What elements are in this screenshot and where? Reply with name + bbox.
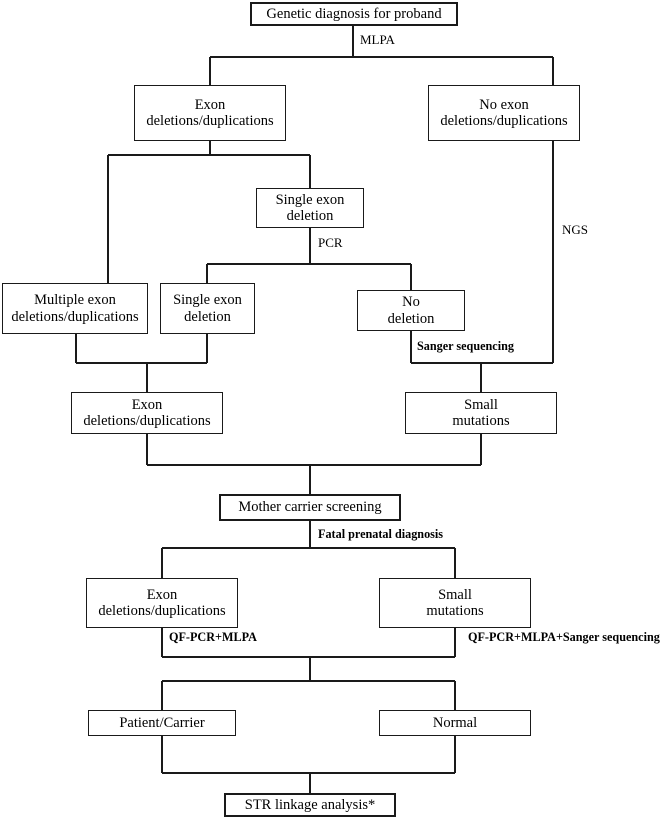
node-patient-carrier-label: Patient/Carrier: [119, 714, 205, 731]
node-mother-carrier-screening-label: Mother carrier screening: [238, 499, 382, 516]
node-mother-carrier-screening[interactable]: Mother carrier screening: [219, 494, 401, 521]
edge-label-ngs-text: NGS: [562, 222, 589, 237]
edge-label-qf-pcr-mlpa-sanger: QF-PCR+MLPA+Sanger sequencing: [466, 630, 662, 645]
node-single-exon-deletion-pcr[interactable]: Single exon deletion: [160, 283, 255, 334]
node-exon-deletions-duplications-prenatal[interactable]: Exon deletions/duplications: [86, 578, 238, 628]
node-small-mutations-result[interactable]: Small mutations: [405, 392, 557, 434]
node-exon-deletions-duplications[interactable]: Exon deletions/duplications: [134, 85, 286, 141]
edge-label-mlpa: MLPA: [358, 32, 397, 48]
edge-label-qf-pcr-mlpa-sanger-text: QF-PCR+MLPA+Sanger sequencing: [468, 630, 660, 644]
node-exon-deletions-duplications-result-label: Exon deletions/duplications: [83, 396, 211, 429]
edge-label-fatal-prenatal-diagnosis: Fatal prenatal diagnosis: [316, 527, 446, 542]
node-multiple-exon-deletions-duplications-label: Multiple exon deletions/duplications: [11, 292, 139, 325]
node-single-exon-deletion-pcr-label: Single exon deletion: [173, 292, 242, 325]
node-exon-deletions-duplications-label: Exon deletions/duplications: [146, 96, 274, 129]
edge-label-sanger-sequencing-text: Sanger sequencing: [417, 339, 514, 353]
edge-label-qf-pcr-mlpa: QF-PCR+MLPA: [167, 630, 259, 645]
node-no-deletion-label: No deletion: [387, 294, 435, 327]
node-no-exon-deletions-duplications-label: No exon deletions/duplications: [440, 96, 568, 129]
node-single-exon-deletion-mlpa[interactable]: Single exon deletion: [256, 188, 364, 228]
node-exon-deletions-duplications-prenatal-label: Exon deletions/duplications: [98, 586, 226, 619]
node-small-mutations-prenatal-label: Small mutations: [426, 586, 484, 619]
node-proband[interactable]: Genetic diagnosis for proband: [250, 2, 458, 26]
node-normal-label: Normal: [432, 714, 478, 731]
node-patient-carrier[interactable]: Patient/Carrier: [88, 710, 236, 736]
node-small-mutations-prenatal[interactable]: Small mutations: [379, 578, 531, 628]
edge-label-pcr: PCR: [316, 235, 345, 251]
node-no-deletion[interactable]: No deletion: [357, 290, 465, 331]
node-single-exon-deletion-mlpa-label: Single exon deletion: [275, 191, 345, 224]
node-multiple-exon-deletions-duplications[interactable]: Multiple exon deletions/duplications: [2, 283, 148, 334]
node-proband-label: Genetic diagnosis for proband: [266, 5, 442, 22]
node-no-exon-deletions-duplications[interactable]: No exon deletions/duplications: [428, 85, 580, 141]
node-str-linkage-analysis[interactable]: STR linkage analysis*: [224, 793, 396, 817]
edge-label-ngs: NGS: [560, 222, 591, 238]
node-exon-deletions-duplications-result[interactable]: Exon deletions/duplications: [71, 392, 223, 434]
node-normal[interactable]: Normal: [379, 710, 531, 736]
edge-label-pcr-text: PCR: [318, 235, 343, 250]
node-small-mutations-result-label: Small mutations: [452, 396, 510, 429]
edge-label-fatal-prenatal-diagnosis-text: Fatal prenatal diagnosis: [318, 527, 444, 541]
edge-label-qf-pcr-mlpa-text: QF-PCR+MLPA: [169, 630, 257, 644]
node-str-linkage-analysis-label: STR linkage analysis*: [244, 796, 376, 813]
edge-label-sanger-sequencing: Sanger sequencing: [415, 339, 516, 354]
edge-label-mlpa-text: MLPA: [360, 32, 395, 47]
